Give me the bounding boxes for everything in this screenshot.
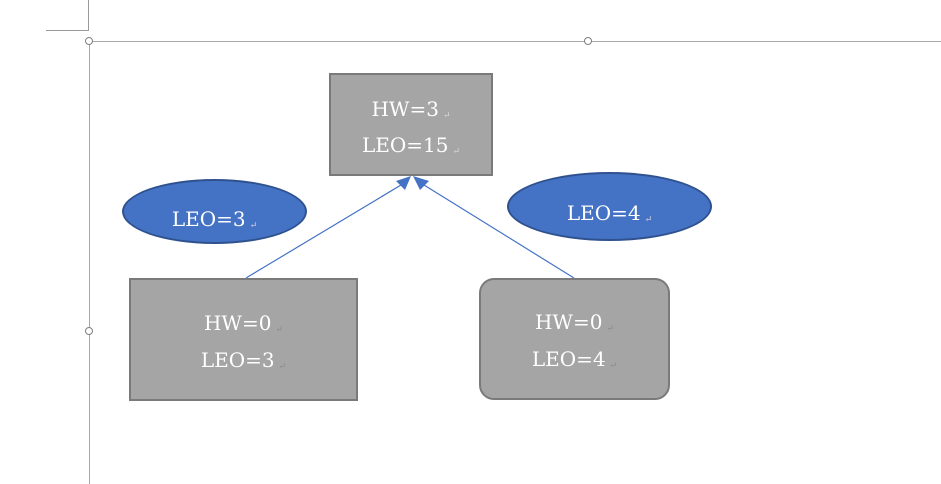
paragraph-mark-icon: ↵ [609,361,618,371]
paragraph-mark-icon: ↵ [606,324,615,334]
node-left-leo: LEO=3 [200,348,275,372]
arrow-left-to-top [245,184,402,279]
node-right-leo: LEO=4 [531,347,606,371]
node-left-hw: HW=0 [203,311,272,335]
page-margin-guide-horizontal [89,41,941,42]
node-left[interactable]: HW=0↵ LEO=3↵ [129,278,358,401]
selection-handle-top-left[interactable] [85,37,93,45]
node-right-hw: HW=0 [534,310,603,334]
paragraph-mark-icon: ↵ [278,362,287,372]
selection-handle-middle-left[interactable] [85,327,93,335]
paragraph-mark-icon: ↵ [452,147,461,157]
corner-crop-mark-horizontal [46,30,89,31]
arrowhead-left [396,176,411,190]
label-ellipse-left[interactable]: LEO=3↵ [122,179,307,244]
label-right-leo: LEO=4 [566,201,641,225]
label-ellipse-right[interactable]: LEO=4↵ [507,172,712,241]
node-right[interactable]: HW=0↵ LEO=4↵ [479,278,670,400]
node-top-leo: LEO=15 [361,133,449,157]
paragraph-mark-icon: ↵ [275,325,284,335]
arrow-right-to-top [423,184,575,279]
node-top[interactable]: HW=3↵ LEO=15↵ [329,73,493,176]
paragraph-mark-icon: ↵ [442,111,451,121]
paragraph-mark-icon: ↵ [644,215,653,225]
arrowhead-right [413,176,429,190]
label-left-leo: LEO=3 [171,207,246,231]
page-margin-guide-vertical [89,41,90,484]
selection-handle-top-middle[interactable] [584,37,592,45]
node-top-hw: HW=3 [371,97,439,121]
paragraph-mark-icon: ↵ [249,221,258,231]
corner-crop-mark-vertical [88,0,89,31]
